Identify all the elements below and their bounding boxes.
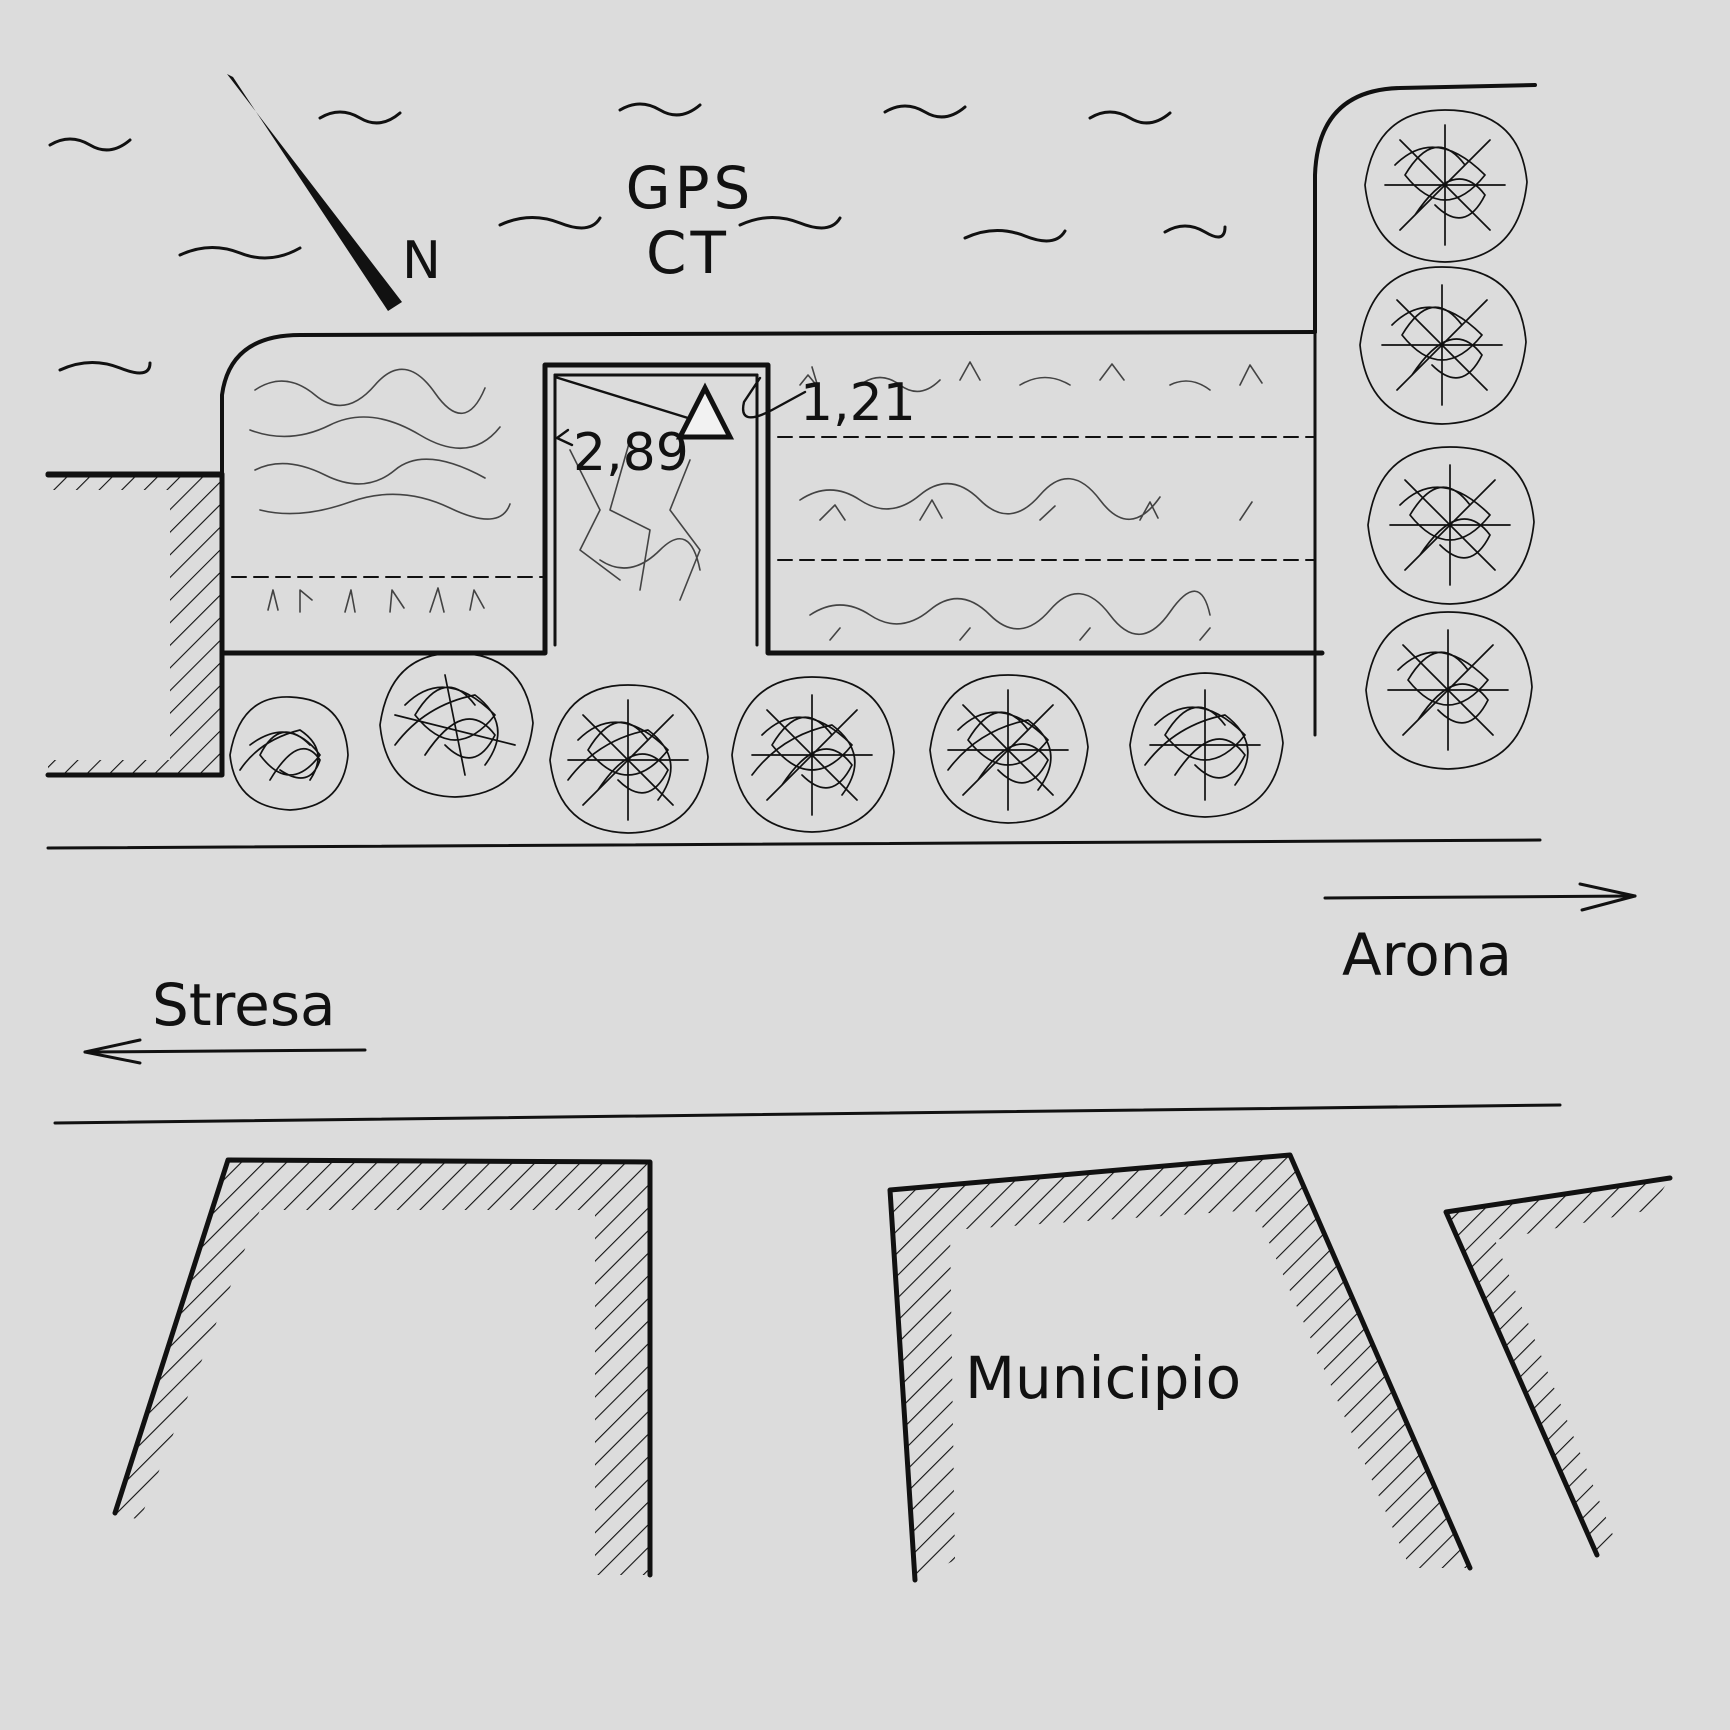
arona-arrow-icon	[1323, 882, 1637, 912]
station-title-line2: CT	[646, 219, 730, 287]
shrub	[1365, 611, 1533, 770]
distance-arrows	[553, 375, 807, 447]
triangle-icon	[675, 382, 735, 440]
north-arrow-icon	[227, 74, 402, 311]
distance-right-label: 1,21	[800, 373, 916, 433]
shrub	[1364, 109, 1528, 263]
shrub-row-right	[1359, 109, 1535, 770]
building-left	[112, 1157, 653, 1578]
distance-left-label: 2,89	[573, 423, 689, 483]
direction-left-label: Stresa	[152, 971, 336, 1039]
shrub	[1359, 266, 1527, 425]
shrub	[549, 684, 709, 834]
shrub-row-bottom	[229, 652, 1284, 834]
left-wall	[45, 472, 225, 778]
shrub	[1367, 446, 1535, 605]
stresa-arrow-icon	[83, 1038, 367, 1065]
shrub	[1129, 672, 1284, 818]
north-label: N	[402, 231, 441, 291]
shrub	[731, 676, 895, 833]
lake-water	[48, 102, 1227, 375]
shrub	[379, 652, 534, 798]
shrub	[929, 674, 1089, 824]
direction-right-label: Arona	[1342, 921, 1512, 989]
shrub	[229, 696, 349, 811]
lawn-texture	[249, 361, 1263, 641]
road	[53, 1103, 1562, 1125]
building-label: Municipio	[965, 1344, 1241, 1412]
building-right	[1443, 1175, 1673, 1558]
station-title-line1: GPS	[626, 154, 755, 222]
building-municipio	[887, 1152, 1473, 1583]
